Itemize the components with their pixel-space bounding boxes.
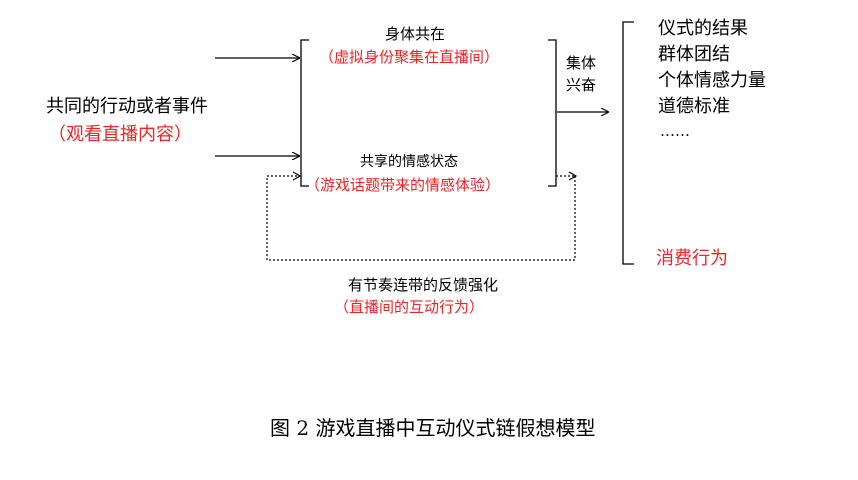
figure-caption: 图 2 游戏直播中互动仪式链假想模型: [270, 416, 596, 440]
feedback-arrowhead-right: [568, 171, 578, 181]
feedback-example: （直播间的互动行为）: [334, 298, 485, 316]
input-example: （观看直播内容）: [48, 124, 192, 145]
input-label: 共同的行动或者事件: [46, 96, 208, 117]
feedback-loop: [266, 175, 576, 261]
outcome-item: 道德标准: [658, 96, 730, 117]
outcomes-bracket: [622, 21, 634, 265]
process-bracket-left: [300, 39, 309, 187]
effervescence-line-1: 集体: [566, 54, 597, 72]
shared-mood-label: 共享的情感状态: [360, 154, 458, 170]
outcome-highlight: 消费行为: [656, 248, 728, 269]
feedback-label: 有节奏连带的反馈强化: [348, 276, 499, 294]
shared-mood-example: （游戏话题带来的情感体验）: [305, 176, 501, 194]
feedback-arrowhead-left: [292, 171, 302, 181]
co-presence-example: （虚拟身份聚集在直播间）: [319, 48, 500, 66]
outcome-item-ellipsis: ……: [660, 122, 690, 140]
effervescence-line-2: 兴奋: [566, 76, 597, 94]
outcome-item: 个体情感力量: [658, 70, 766, 91]
outcome-item: 群体团结: [658, 44, 730, 65]
process-bracket-right: [548, 39, 557, 187]
co-presence-label: 身体共在: [385, 25, 446, 43]
outcome-item: 仪式的结果: [658, 18, 748, 39]
